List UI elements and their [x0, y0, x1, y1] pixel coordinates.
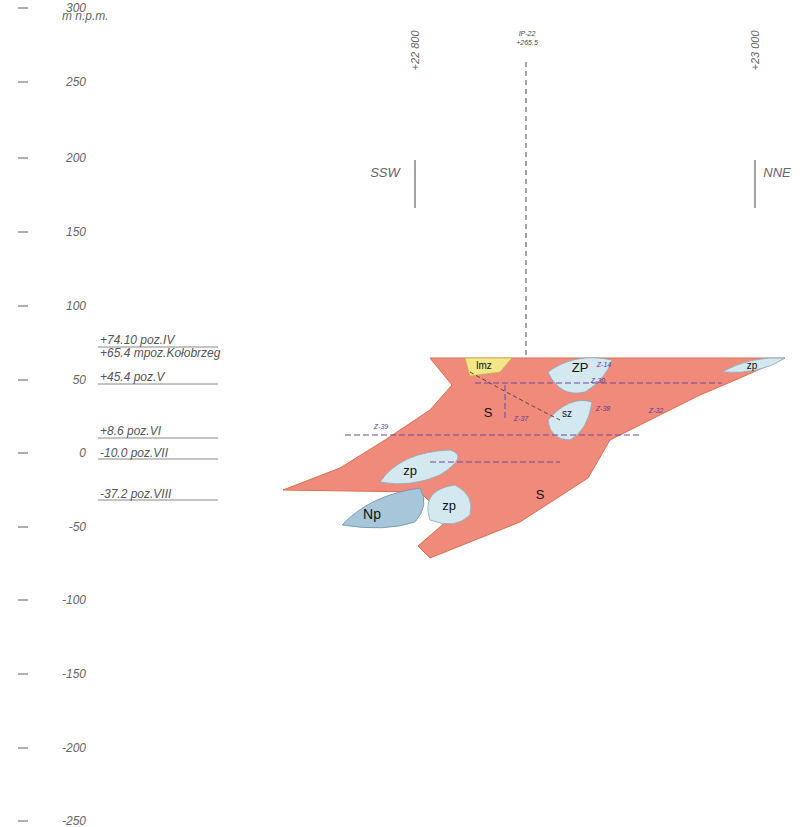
unit-symbol: zp	[442, 499, 456, 512]
axis-value: 200	[66, 152, 86, 164]
axis-ticks	[18, 8, 28, 821]
drift-tag: Z-30	[591, 377, 605, 384]
axis-value: 250	[66, 76, 86, 88]
axis-value: 50	[73, 374, 86, 386]
unit-symbol: ZP	[572, 361, 589, 374]
zp-lens	[722, 358, 785, 373]
drift-tag: Z-38	[596, 405, 610, 412]
level-underlines	[98, 347, 218, 500]
station-label: +22 800	[409, 30, 420, 70]
unit-symbol: lmz	[476, 361, 492, 371]
station-lines	[415, 62, 755, 358]
drift-tag: Z-39	[374, 423, 388, 430]
sz-lens	[548, 400, 592, 440]
axis-value: -100	[62, 594, 86, 606]
axis-value: 300	[66, 2, 86, 14]
level-label: -10.0 poz.VII	[100, 447, 168, 459]
borehole-label: +265.5	[516, 39, 538, 46]
unit-symbol: zp	[403, 464, 417, 477]
contact-line	[470, 372, 560, 420]
borehole-label: IP-22	[519, 30, 536, 37]
unit-symbol: S	[536, 488, 545, 501]
axis-value: -200	[62, 742, 86, 754]
direction-label: NNE	[763, 166, 790, 179]
unit-symbol: S	[484, 406, 493, 419]
direction-label: SSW	[370, 166, 400, 179]
unit-symbol: zp	[747, 361, 758, 371]
station-label: +23 000	[749, 30, 760, 70]
level-label: +74.10 poz.IV	[100, 334, 174, 346]
zp-lens	[428, 485, 471, 524]
np-lens	[342, 488, 424, 528]
unit-symbol: Np	[363, 507, 381, 521]
drift-tag: Z-32	[649, 407, 663, 414]
axis-value: 0	[79, 447, 86, 459]
zp-lens	[380, 450, 458, 484]
axis-value: 100	[66, 300, 86, 312]
axis-value: 150	[66, 226, 86, 238]
zp-lens	[548, 358, 612, 393]
axis-value: -150	[62, 668, 86, 680]
level-label: +65.4 mpoz.Kołobrzeg	[100, 347, 220, 359]
unit-symbol: sz	[562, 409, 572, 419]
salt-body	[283, 358, 785, 558]
level-label: +45.4 poz.V	[100, 371, 164, 383]
drift-tag: Z-14	[597, 361, 611, 368]
level-label: -37.2 poz.VIII	[100, 488, 171, 500]
drift-tag: Z-37	[514, 415, 528, 422]
axis-value: -50	[69, 521, 86, 533]
axis-value: -250	[62, 815, 86, 827]
level-label: +8.6 poz.VI	[100, 425, 161, 437]
drift-lines	[345, 383, 722, 462]
